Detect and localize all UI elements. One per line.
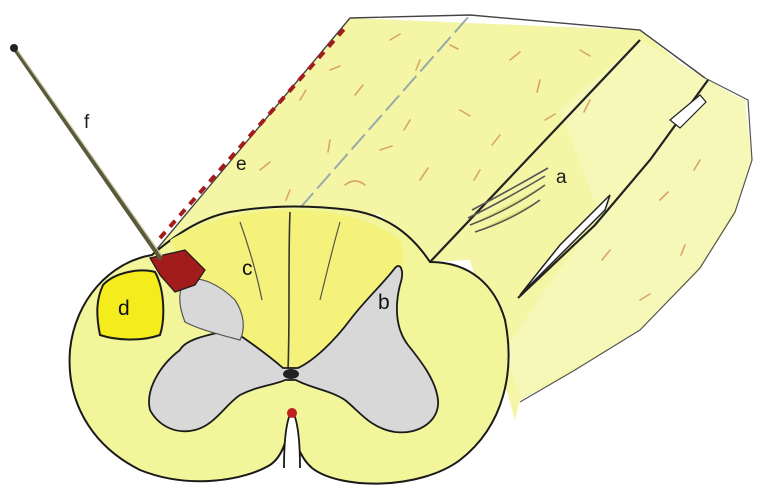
label-b: b — [378, 292, 390, 313]
label-c: c — [242, 258, 253, 279]
electrode-tip — [10, 44, 18, 52]
label-d: d — [118, 298, 130, 319]
label-a: a — [556, 168, 567, 187]
label-f: f — [84, 113, 89, 132]
central-canal — [283, 369, 299, 379]
ventral-vessel — [287, 408, 297, 418]
label-e: e — [236, 155, 247, 174]
electrode-needle-highlight — [16, 48, 162, 256]
lesion-d-region — [97, 271, 163, 340]
electrode-needle — [14, 48, 160, 258]
